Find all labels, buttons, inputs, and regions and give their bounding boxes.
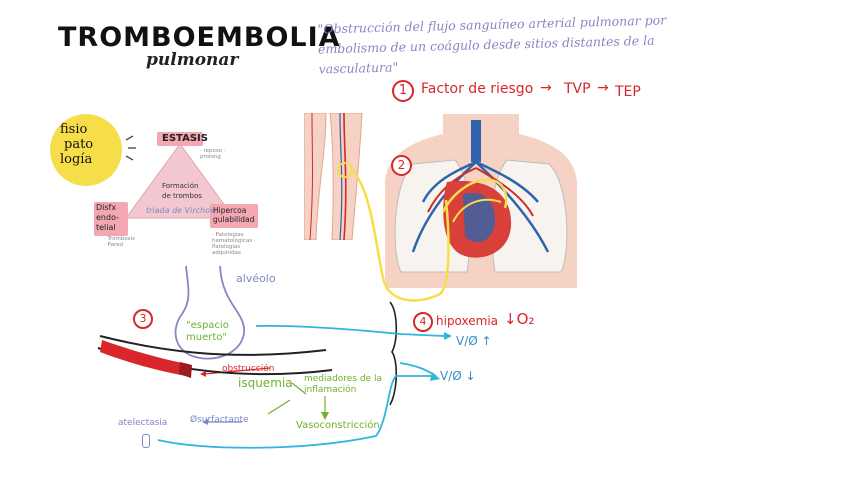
fisiopatologia-diagram [50,114,258,236]
dead-space-arrow [255,324,445,337]
page-title: TROMBOEMBOLIA [58,22,341,53]
atelectasia-icon [142,434,150,448]
triad-label: triada de Virchow [146,206,217,215]
fisiopato-badge-text: fisio pato logía [60,122,93,167]
isquemia-label: isquemia [238,376,293,390]
atelectasia-label: atelectasia [118,418,168,428]
disfx-note: · Trombosis · Pared [104,236,136,248]
alveolo-label: alvéolo [236,272,276,285]
hipoxemia-label: hipoxemia [436,314,499,328]
vessel-alveolus-illustration [97,266,333,378]
lung-heart-illustration [385,114,577,288]
o2-label: ↓O₂ [504,310,535,328]
sparkle-icon [125,135,136,161]
arrow-icon [291,382,307,395]
step-1-badge: 1 [392,80,414,102]
estasis-note: · reposo · prolong [200,148,226,160]
hipercoag-label: Hipercoa gulabilidad [213,206,255,224]
page-subtitle: pulmonar [146,50,239,70]
vq-low-label: V/Ø ↓ [440,369,476,383]
arrow-icon: → [540,80,552,96]
mediadores-label: mediadores de la inflamación [304,374,382,395]
vq-high-label: V/Ø ↑ [456,334,492,348]
bracket-icon [389,301,398,406]
arrow-icon: → [597,80,609,96]
badge-line: fisio [60,122,88,137]
yellow-connector [351,169,450,302]
center-label-1: Formación [162,182,199,190]
atelectasia-arrow [157,375,432,449]
arrow-icon [203,367,271,375]
clot-icon [179,362,192,378]
disfx-box [94,202,128,236]
tep-label: TEP [615,84,641,100]
hipercoag-note: · Patologías hematológicas · Patologías … [212,232,256,256]
risk-factor-label: Factor de riesgo [421,81,534,97]
espacio-muerto-label: "espacio muerto" [186,320,229,343]
bracket-vq-arrow [399,362,437,377]
step-3-badge: 3 [133,309,153,329]
fisiopato-badge-circle [50,114,122,186]
obstruccion-label: obstrucción [222,364,275,374]
estasis-label: ESTASIS [162,133,208,144]
tvp-label: TVP [564,81,591,97]
risk-pathway: 1 Factor de riesgo → TVP → TEP [392,78,642,104]
estasis-box [157,132,203,146]
badge-line: logía [60,152,93,167]
leg-illustration [304,113,363,240]
step-2-badge: 2 [391,155,412,176]
alveolus-outline [174,266,245,360]
badge-line: pato [64,137,94,152]
arrow-icon [267,399,291,415]
hipercoag-box [210,204,258,228]
center-label-2: de trombos [162,192,202,200]
vasoconstriccion-label: Vasoconstricción [296,420,380,431]
surfactante-label: Øsurfactante [190,415,249,425]
virchow-triangle [125,143,235,219]
disfx-label: Disfx endo- telial [96,203,119,232]
step-4-badge: 4 [413,312,433,332]
